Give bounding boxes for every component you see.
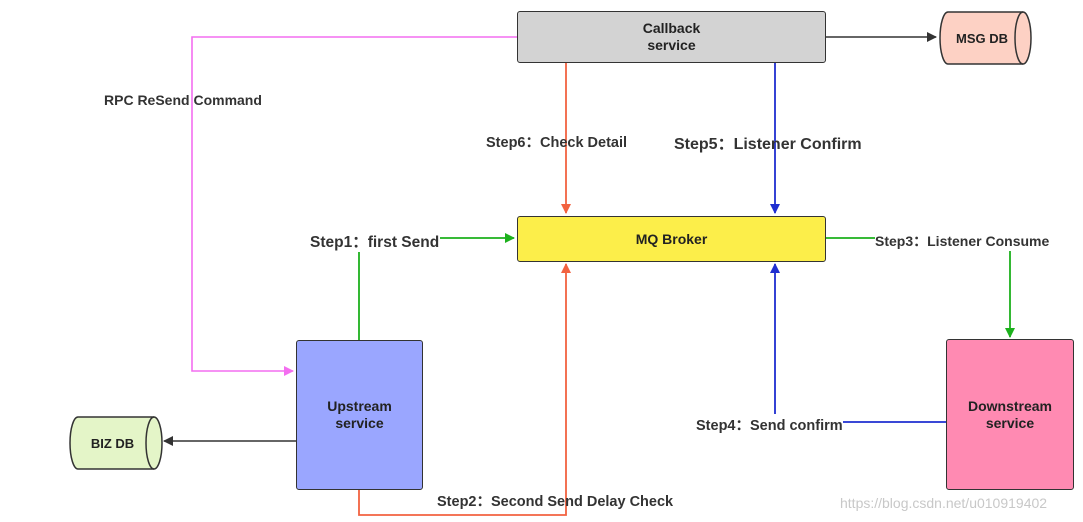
edge-step4 [770,263,946,423]
callback-service-label: Callback service [642,20,701,53]
step5-label: Step5：Listener Confirm [674,136,862,153]
msg-db-node: MSG DB [940,12,1032,64]
biz-db-label: BIZ DB [90,435,135,451]
watermark-text: https://blog.csdn.net/u010919402 [840,495,1048,511]
callback-service-node: Callback service [517,11,826,63]
msg-db-label: MSG DB [956,30,1008,46]
rpc-resend-label: RPC ReSend Command [104,92,262,108]
downstream-service-label: Downstream service [967,397,1053,431]
edge-step1 [358,233,515,340]
step3-label: Step3：Listener Consume [875,231,1050,251]
msg-db-cylinder [939,11,1032,65]
step1-label: Step1：first Send [310,230,441,252]
edge-rpc-resend [191,36,517,376]
mq-broker-node: MQ Broker [517,216,826,262]
step4-label: Step4：Send confirm [696,414,843,435]
edge-step2 [358,263,571,516]
biz-db-cylinder [69,416,163,470]
mq-broker-label: MQ Broker [635,230,708,247]
step6-label: Step6：Check Detail [486,135,628,151]
upstream-service-node: Upstream service [296,340,423,490]
step2-label: Step2：Second Send Delay Check [437,494,674,510]
edge-step3 [826,237,1015,338]
downstream-service-node: Downstream service [946,339,1074,490]
biz-db-node: BIZ DB [70,417,163,469]
upstream-service-label: Upstream service [327,398,392,431]
